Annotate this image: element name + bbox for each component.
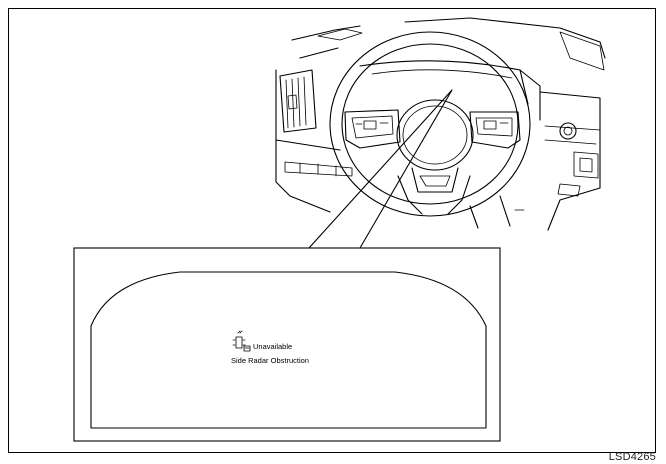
callout-leader — [308, 89, 453, 249]
status-text: Unavailable — [253, 342, 293, 351]
display-outline — [90, 271, 487, 429]
figure-code: LSD4265 — [608, 451, 656, 463]
callout-box — [73, 247, 501, 442]
side-radar-icon — [232, 330, 251, 352]
message-text: Side Radar Obstruction — [231, 356, 309, 365]
figure-frame — [8, 8, 656, 453]
steering-wheel-illustration — [275, 17, 606, 231]
